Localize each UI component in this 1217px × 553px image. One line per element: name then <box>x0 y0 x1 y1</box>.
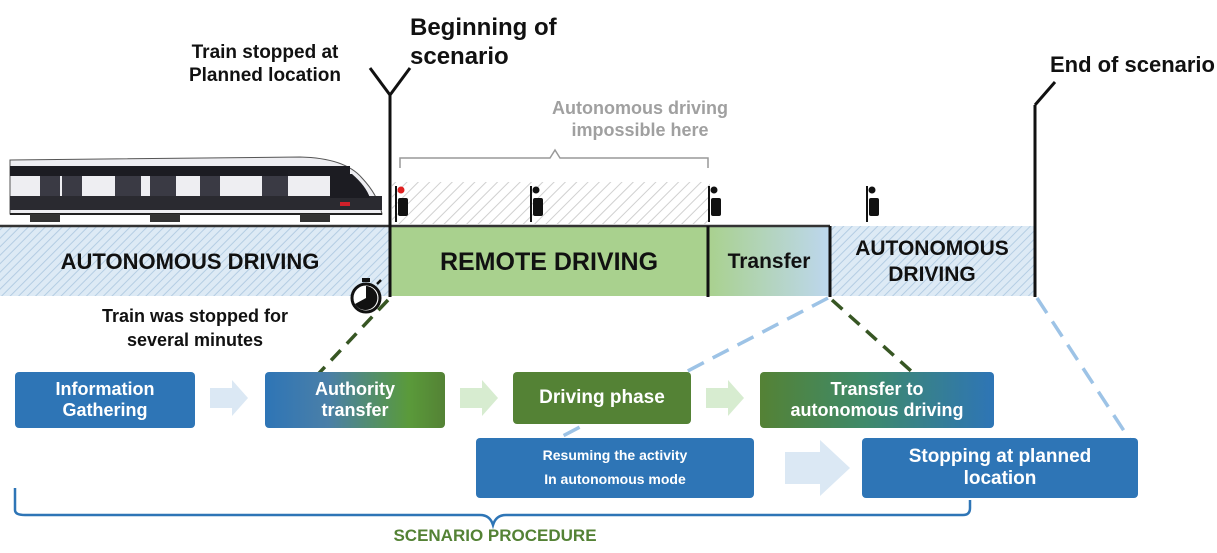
impossible-brace <box>399 148 709 168</box>
transfer-text: Transfer <box>727 250 811 273</box>
impossible-zone <box>392 182 710 224</box>
train-image <box>9 156 383 222</box>
remote-driving-text: REMOTE DRIVING <box>439 247 659 276</box>
step-driving-phase: Driving phase <box>513 372 691 424</box>
step-information-gathering: Information Gathering <box>15 372 195 428</box>
autonomous-band-left <box>0 226 390 296</box>
chevron-arrow-icon <box>706 380 744 416</box>
signal-icon <box>530 186 543 222</box>
transfer-band <box>708 226 830 296</box>
resuming-line-2: In autonomous mode <box>544 471 686 487</box>
procedure-brace <box>13 488 972 530</box>
stopwatch-icon <box>350 278 382 314</box>
step-transfer-autonomous: Transfer to autonomous driving <box>760 372 994 428</box>
impossible-label: Autonomous driving impossible here <box>552 98 728 140</box>
step-authority-transfer: Authority transfer <box>265 372 445 428</box>
remote-band <box>390 226 708 296</box>
step-stopping-planned: Stopping at planned location <box>862 438 1138 498</box>
signal-icon <box>866 186 879 222</box>
scenario-procedure-label: SCENARIO PROCEDURE <box>393 526 597 545</box>
autonomous-right-text: AUTONOMOUS DRIVING <box>855 236 1009 286</box>
step-resuming-activity: Resuming the activity In autonomous mode <box>476 438 754 498</box>
train-stopped-label: Train stopped at Planned location <box>188 42 342 86</box>
resuming-line-1: Resuming the activity <box>542 447 688 464</box>
stopped-minutes-label: Train was stopped for several minutes <box>101 306 289 351</box>
autonomous-band-right <box>830 226 1035 296</box>
beginning-label: Beginning of scenario <box>410 14 557 70</box>
chevron-arrow-icon <box>210 380 248 416</box>
chevron-arrow-icon <box>460 380 498 416</box>
autonomous-left-text: AUTONOMOUS DRIVING <box>60 249 320 274</box>
end-label: End of scenario <box>1049 52 1215 77</box>
chevron-arrow-icon <box>785 440 850 496</box>
signal-icon <box>708 186 721 222</box>
signal-icon <box>395 186 408 222</box>
